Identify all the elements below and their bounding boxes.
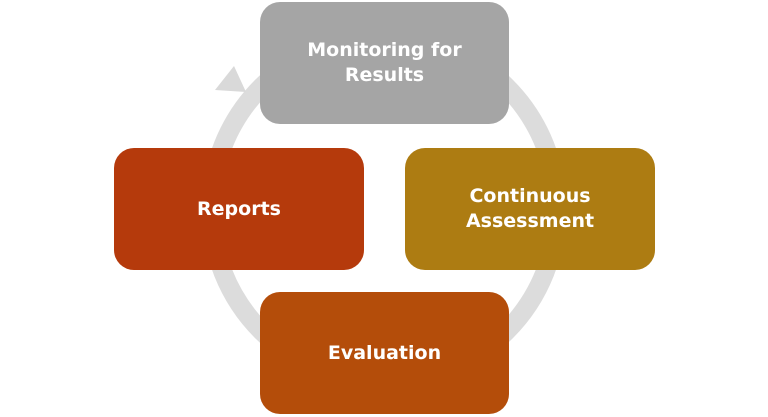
step-monitoring-box: Monitoring for Results: [260, 2, 509, 124]
step-reports-box: Reports: [114, 148, 364, 270]
step-continuous-assessment-label: Continuous Assessment: [465, 185, 595, 232]
step-continuous-assessment-box: Continuous Assessment: [405, 148, 655, 270]
step-evaluation-label: Evaluation: [327, 341, 442, 364]
cycle-arrowhead: [215, 66, 246, 92]
step-reports-label: Reports: [197, 197, 281, 220]
step-monitoring-label: Monitoring for Results: [307, 39, 462, 86]
step-evaluation-box: Evaluation: [260, 292, 509, 414]
